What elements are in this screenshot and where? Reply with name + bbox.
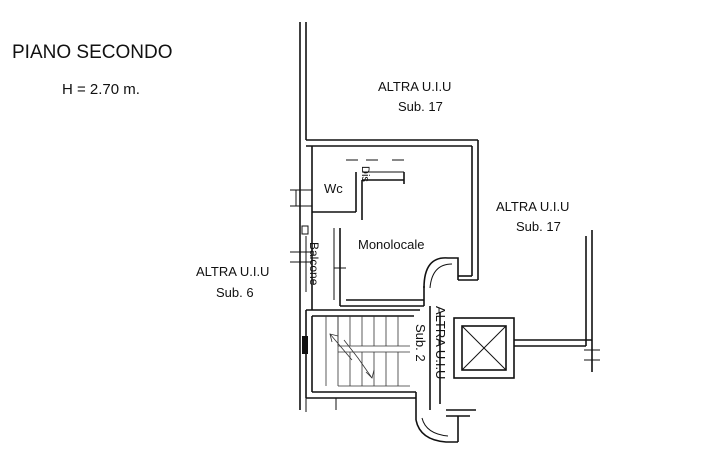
right-unit-sub: Sub. 17 bbox=[516, 219, 561, 234]
balcone-area bbox=[305, 228, 346, 306]
curved-wall-bottom bbox=[305, 392, 476, 443]
wc-walls bbox=[311, 146, 405, 310]
curved-wall-top bbox=[423, 257, 459, 289]
stair-unit-sub: Sub. 2 bbox=[413, 324, 428, 362]
top-unit-sub: Sub. 17 bbox=[398, 99, 443, 114]
apartment-right-wall bbox=[458, 140, 479, 281]
elevator-shaft bbox=[429, 306, 515, 410]
top-unit-name: ALTRA U.I.U bbox=[378, 79, 451, 94]
wc-label: Wc bbox=[324, 181, 343, 196]
left-outer-wall bbox=[299, 22, 478, 410]
left-unit-sub: Sub. 6 bbox=[216, 285, 254, 300]
height-label: H = 2.70 m. bbox=[62, 81, 140, 98]
left-unit-name: ALTRA U.I.U bbox=[196, 264, 269, 279]
monolocale-lower-wall bbox=[340, 286, 425, 307]
stairwell bbox=[302, 309, 420, 399]
monolocale-label: Monolocale bbox=[358, 237, 425, 252]
dis-label: Dis bbox=[359, 166, 371, 182]
window-marks bbox=[290, 189, 312, 263]
right-unit-name: ALTRA U.I.U bbox=[496, 199, 569, 214]
balcone-label: Balcone bbox=[307, 242, 321, 286]
floor-title: PIANO SECONDO bbox=[12, 42, 172, 63]
right-side-walls bbox=[514, 230, 600, 372]
stair-unit-name: ALTRA U.I.U bbox=[433, 306, 448, 379]
